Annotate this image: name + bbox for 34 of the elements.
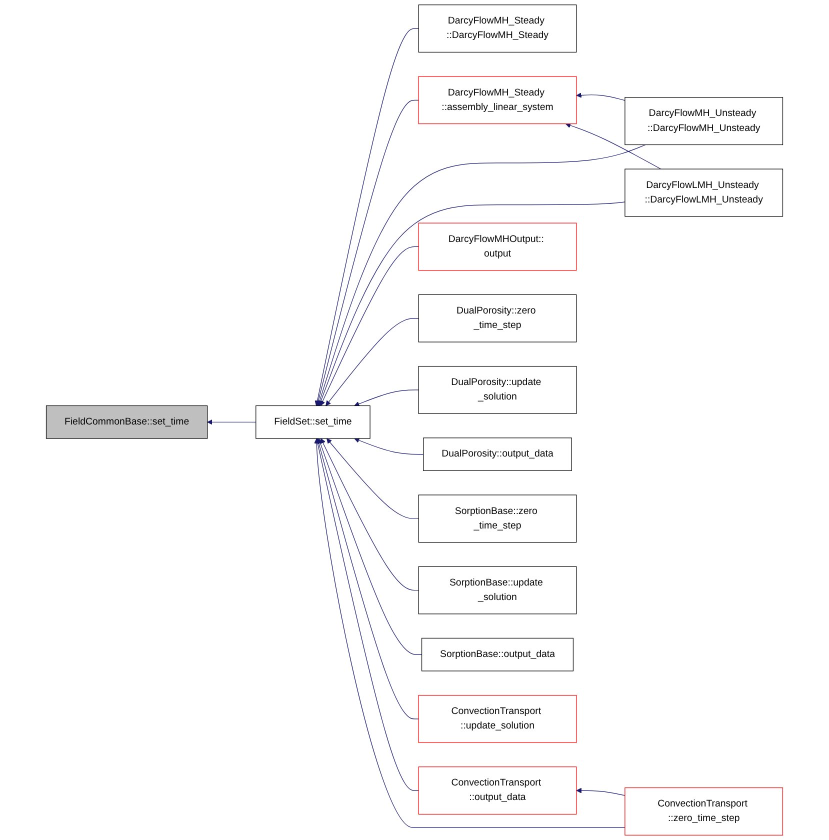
node-box: FieldSet::set_time <box>256 405 370 439</box>
arrow <box>565 122 662 170</box>
node-box: DualPorosity::output_data <box>423 438 572 471</box>
node-box: ConvectionTransport ::zero_time_step <box>624 788 784 836</box>
arrow <box>326 438 419 519</box>
node-box: ConvectionTransport ::output_data <box>418 766 577 814</box>
arrow <box>314 438 626 828</box>
arrow <box>314 28 419 406</box>
node-box: DarcyFlowMH_Steady ::assembly_linear_system <box>418 76 577 124</box>
arrow <box>318 438 422 655</box>
arrow <box>318 202 626 406</box>
arrow <box>354 438 424 455</box>
arrow <box>354 390 419 406</box>
node-box: DualPorosity::zero _time_step <box>418 294 577 342</box>
node-box: ConvectionTransport ::update_solution <box>418 694 577 743</box>
arrow <box>320 438 419 591</box>
node-box: SorptionBase::output_data <box>421 638 574 672</box>
arrow <box>317 144 646 406</box>
arrow <box>576 788 626 796</box>
node-box: SorptionBase::zero _time_step <box>418 494 577 543</box>
arrow <box>326 318 419 406</box>
arrow <box>316 100 419 406</box>
arrow <box>207 419 256 425</box>
node-box: DualPorosity::update _solution <box>418 366 577 414</box>
node-box: DarcyFlowLMH_Unsteady ::DarcyFlowLMH_Unsteady <box>624 168 784 217</box>
arrow <box>320 246 419 406</box>
node-box: FieldCommonBase::set_time <box>46 405 208 439</box>
node-box: DarcyFlowMH_Unsteady ::DarcyFlowMH_Unsteady <box>624 97 784 146</box>
node-box: SorptionBase::update _solution <box>418 566 577 614</box>
arrow <box>315 438 419 791</box>
arrow <box>316 438 419 720</box>
node-box: DarcyFlowMHOutput:: output <box>418 222 577 271</box>
arrow <box>576 92 626 101</box>
node-box: DarcyFlowMH_Steady ::DarcyFlowMH_Steady <box>418 4 577 52</box>
